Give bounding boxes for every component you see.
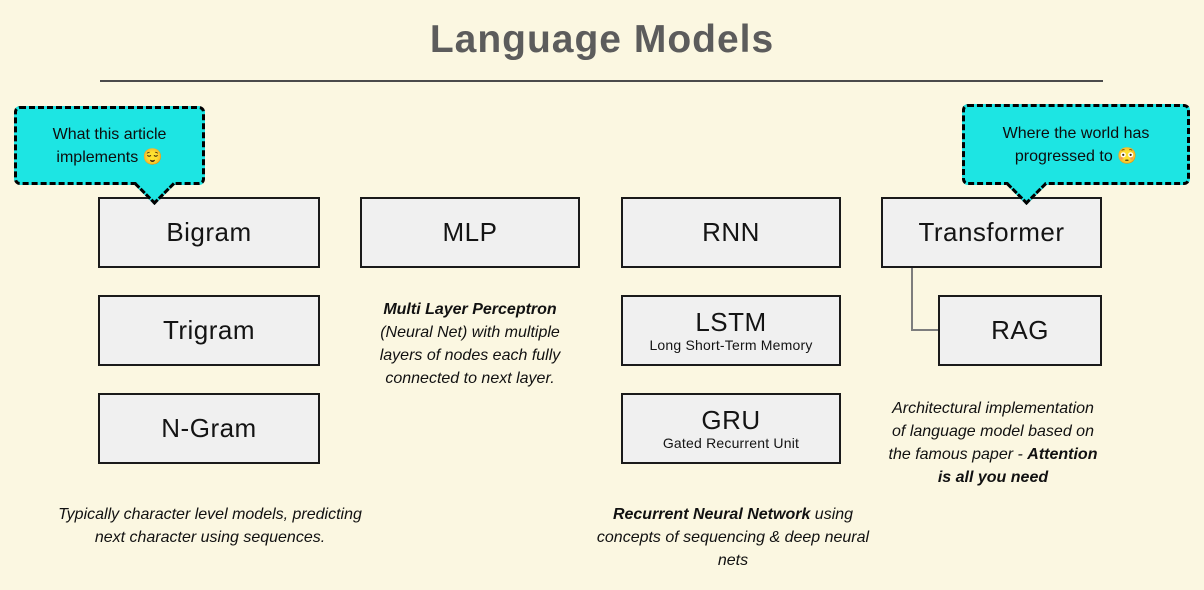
callout-right: Where the world has progressed to 😳: [962, 104, 1190, 206]
node-rnn-label: RNN: [702, 217, 760, 248]
note-mlp-rest-text: (Neural Net) with multiple layers of nod…: [379, 324, 561, 387]
node-bigram: Bigram: [98, 197, 320, 268]
transformer-rag-connector-horizontal: [911, 329, 938, 331]
note-rnn-family: Recurrent Neural Network using concepts …: [583, 503, 883, 572]
node-ngram: N-Gram: [98, 393, 320, 464]
node-trigram-label: Trigram: [162, 315, 256, 346]
note-transformer-bold-text: Attention is all you need: [937, 446, 1098, 486]
note-mlp-bold-text: Multi Layer Perceptron: [383, 301, 557, 318]
relieved-face-emoji: 😌: [142, 148, 163, 166]
note-transformer: Architectural implementation of language…: [886, 397, 1100, 489]
node-gru-sublabel: Gated Recurrent Unit: [662, 435, 800, 452]
node-gru: GRU Gated Recurrent Unit: [621, 393, 841, 464]
note-rnn-bold-text: Recurrent Neural Network: [612, 506, 811, 523]
node-rnn: RNN: [621, 197, 841, 268]
node-lstm-label: LSTM: [695, 306, 767, 337]
callout-right-label: Where the world has progressed to: [1002, 124, 1150, 165]
callout-left-text: What this article implements 😌: [27, 123, 192, 169]
node-lstm: LSTM Long Short-Term Memory: [621, 295, 841, 366]
node-ngram-label: N-Gram: [161, 413, 257, 444]
node-gru-label: GRU: [701, 404, 761, 435]
flushed-face-emoji: 😳: [1117, 147, 1138, 165]
node-bigram-label: Bigram: [166, 217, 252, 248]
callout-left: What this article implements 😌: [14, 106, 205, 206]
node-rag-label: RAG: [991, 315, 1049, 346]
transformer-rag-connector-vertical: [911, 268, 913, 331]
node-trigram: Trigram: [98, 295, 320, 366]
page-title: Language Models: [429, 18, 775, 61]
note-ngram-family: Typically character level models, predic…: [52, 503, 368, 549]
note-transformer-pre-text: Architectural implementation of language…: [888, 400, 1094, 463]
title-underline: [100, 80, 1103, 82]
node-lstm-sublabel: Long Short-Term Memory: [649, 337, 813, 354]
node-transformer-label: Transformer: [918, 217, 1065, 248]
note-ngram-text: Typically character level models, predic…: [58, 506, 362, 546]
callout-left-label: What this article implements: [52, 125, 167, 166]
node-mlp-label: MLP: [442, 217, 498, 248]
node-mlp: MLP: [360, 197, 580, 268]
note-rnn-rest-text: using concepts of sequencing & deep neur…: [596, 506, 870, 569]
note-mlp: Multi Layer Perceptron (Neural Net) with…: [365, 298, 575, 390]
callout-right-text: Where the world has progressed to 😳: [975, 122, 1177, 168]
node-rag: RAG: [938, 295, 1102, 366]
node-transformer: Transformer: [881, 197, 1102, 268]
